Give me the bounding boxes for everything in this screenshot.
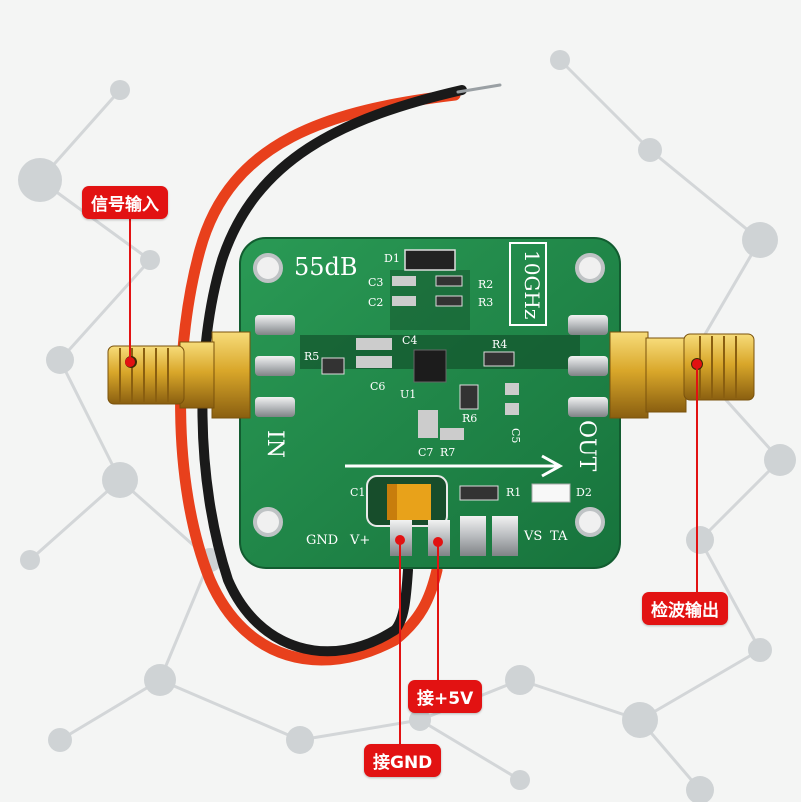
ref-r7: R7 (440, 446, 455, 459)
ref-r3: R3 (478, 296, 493, 309)
vs-label: VS (523, 529, 542, 544)
signal-direction-arrow (345, 454, 564, 478)
ref-u1: U1 (400, 388, 416, 401)
gain-label: 55dB (294, 253, 358, 281)
callout-connect-gnd: 接GND (364, 744, 442, 777)
frequency-label: 10GHz (520, 250, 544, 319)
vplus-label: V+ (349, 533, 370, 548)
mounting-hole (253, 253, 283, 283)
molecule-network-background (29, 58, 782, 791)
power-wires (175, 83, 502, 666)
mounting-hole (575, 507, 605, 537)
mounting-hole (253, 507, 283, 537)
ref-c3: C3 (368, 276, 383, 289)
ref-c2: C2 (368, 296, 383, 309)
ref-r1: R1 (506, 486, 521, 499)
gnd-label: GND (306, 533, 338, 548)
in-label: IN (262, 430, 287, 458)
callout-connect-5v: 接+5V (408, 680, 483, 713)
ref-r6: R6 (462, 412, 477, 425)
ref-c7: C7 (418, 446, 433, 459)
mounting-hole (575, 253, 605, 283)
callout-signal-input: 信号输入 (82, 186, 168, 219)
ref-d2: D2 (576, 486, 592, 499)
pcb-board: 55dB 10GHz IN OUT GND V+ VS TA D1 C3 C2 … (239, 237, 621, 569)
ref-c1: C1 (350, 486, 365, 499)
ref-c4: C4 (402, 334, 417, 347)
ref-c5: C5 (509, 428, 522, 443)
ref-r4: R4 (492, 338, 507, 351)
ref-r2: R2 (478, 278, 493, 291)
molecule-nodes (18, 50, 796, 802)
out-label: OUT (574, 420, 599, 472)
sma-connector-output (609, 331, 755, 419)
ta-label: TA (550, 529, 568, 544)
callout-detector-output: 检波输出 (642, 592, 728, 625)
callout-leaders (125, 212, 702, 744)
ref-c6: C6 (370, 380, 385, 393)
sma-connector-input (107, 331, 251, 419)
ref-d1: D1 (384, 252, 400, 265)
ref-r5: R5 (304, 350, 319, 363)
